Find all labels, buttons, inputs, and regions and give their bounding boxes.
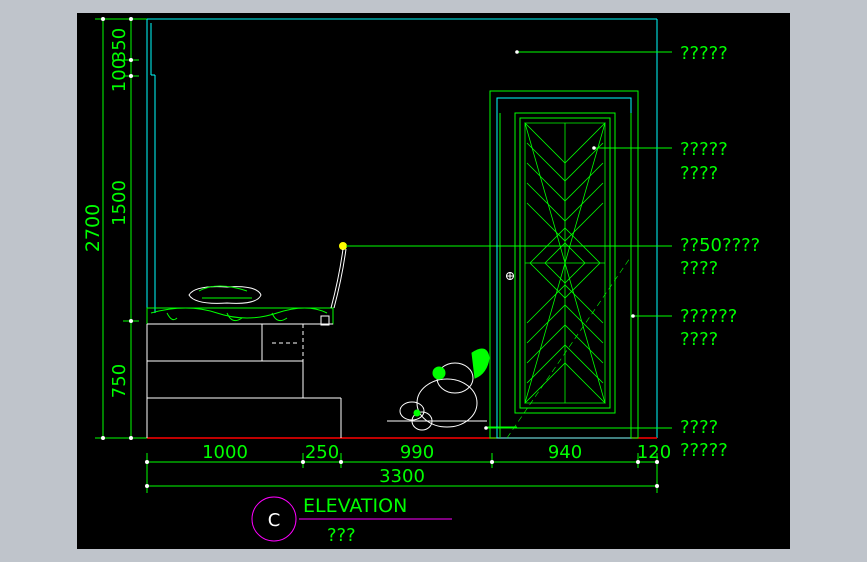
callout-2-line2: ???? [680, 163, 718, 184]
callout-1-line1: ????? [680, 43, 728, 64]
leader-dots [484, 50, 635, 430]
bed-unit [146, 307, 342, 438]
elevation-drawing: 2700 100 350 1500 750 [82, 17, 760, 546]
teddy-bear-icon [387, 348, 517, 431]
pillow [188, 285, 262, 304]
dim-bottom-750: 750 [109, 364, 130, 398]
dim-seg-940: 940 [548, 442, 582, 463]
door-swing-line [506, 257, 631, 439]
section-marker-circle [251, 496, 297, 542]
door-handle-icon [506, 272, 514, 280]
callout-5-line2: ????? [680, 440, 728, 461]
dim-seg-120: 120 [637, 442, 671, 463]
callout-5-line1: ???? [680, 417, 718, 438]
callout-3-line1: ??50???? [680, 235, 760, 256]
dimension-ticks [101, 17, 133, 440]
callout-leaders [486, 51, 672, 429]
dim-seg-250: 250 [305, 442, 339, 463]
dim-top-100: 100 [109, 58, 130, 92]
dim-total-width: 3300 [379, 466, 425, 487]
elevation-subtitle: ??? [327, 525, 356, 546]
wall-lamp [330, 242, 347, 309]
drawing-canvas: 2700 100 350 1500 750 [77, 13, 790, 549]
callout-2-line1: ????? [680, 139, 728, 160]
callout-4-line1: ?????? [680, 306, 737, 327]
door [489, 90, 639, 439]
callout-4-line2: ???? [680, 329, 718, 350]
elevation-title: ELEVATION [303, 495, 407, 517]
dim-seg-990: 990 [400, 442, 434, 463]
dim-top-350: 350 [109, 28, 130, 62]
title-block: C ELEVATION ??? [251, 495, 452, 546]
section-marker-letter: C [268, 510, 281, 531]
dim-total-height: 2700 [82, 204, 104, 252]
door-glass-panel [524, 122, 606, 404]
callout-3-line2: ???? [680, 258, 718, 279]
h-dimension-ticks [145, 460, 659, 488]
dim-seg-1000: 1000 [202, 442, 248, 463]
room-outline [146, 18, 658, 438]
dim-middle-1500: 1500 [109, 180, 130, 226]
